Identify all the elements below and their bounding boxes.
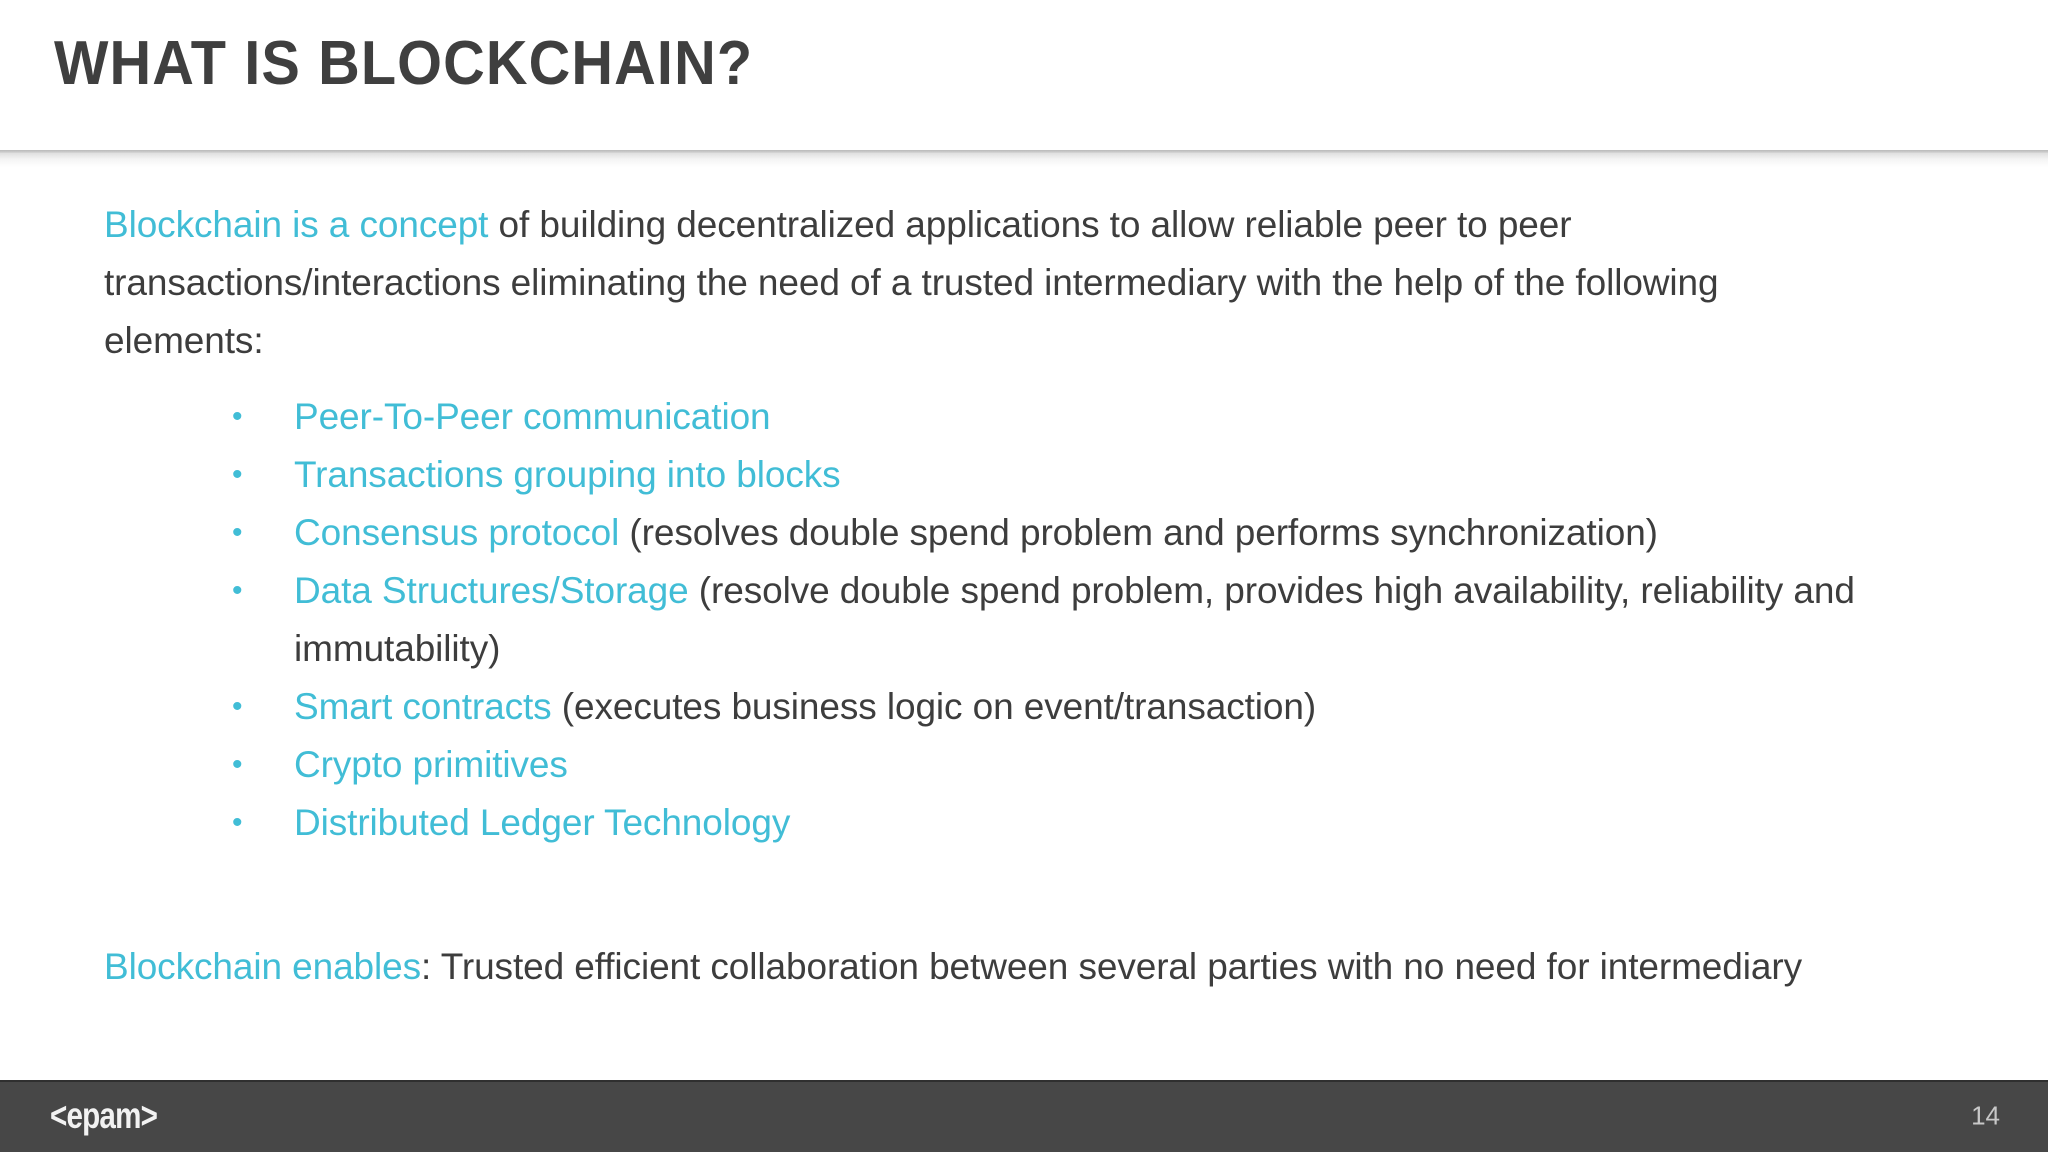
list-item-accent: Distributed Ledger Technology <box>294 802 791 843</box>
list-item: • Smart contracts (executes business logi… <box>104 678 1864 736</box>
list-item-accent: Peer-To-Peer communication <box>294 396 771 437</box>
elements-bullet-list: • Peer-To-Peer communication • Transaction… <box>104 388 1864 852</box>
intro-paragraph: Blockchain is a concept of building dece… <box>104 196 1804 370</box>
page-number: 14 <box>1971 1100 2000 1131</box>
title-divider <box>0 150 2048 153</box>
slide-header: WHAT IS BLOCKCHAIN? <box>0 0 2048 152</box>
bullet-dot-icon: • <box>232 748 243 781</box>
bullet-dot-icon: • <box>232 806 243 839</box>
list-item: • Crypto primitives <box>104 736 1864 794</box>
bullet-dot-icon: • <box>232 400 243 433</box>
list-item: • Data Structures/Storage (resolve double… <box>104 562 1864 678</box>
list-item-accent: Transactions grouping into blocks <box>294 454 841 495</box>
list-item-accent: Crypto primitives <box>294 744 568 785</box>
intro-rest-text: of building decentralized applications t… <box>104 204 1719 361</box>
closing-accent-text: Blockchain enables <box>104 946 422 987</box>
content-spacer <box>104 852 1864 938</box>
closing-paragraph: Blockchain enables: Trusted efficient co… <box>104 938 1804 996</box>
list-item-rest: (resolve double spend problem, provides … <box>294 570 1855 669</box>
list-item: • Peer-To-Peer communication <box>104 388 1864 446</box>
list-item: • Distributed Ledger Technology <box>104 794 1864 852</box>
page-title: WHAT IS BLOCKCHAIN? <box>54 29 754 98</box>
slide-footer: <epam> 14 <box>0 1080 2048 1152</box>
title-divider-shadow <box>0 153 2048 167</box>
list-item-rest: (executes business logic on event/transa… <box>551 686 1317 727</box>
bullet-dot-icon: • <box>232 458 243 491</box>
closing-rest-text: : Trusted efficient collaboration betwee… <box>421 946 1802 987</box>
list-item-accent: Consensus protocol <box>294 512 620 553</box>
list-item-accent: Smart contracts <box>294 686 552 727</box>
list-item: • Transactions grouping into blocks <box>104 446 1864 504</box>
list-item: • Consensus protocol (resolves double spe… <box>104 504 1864 562</box>
bullet-dot-icon: • <box>232 574 243 607</box>
epam-logo: <epam> <box>50 1095 158 1136</box>
bullet-dot-icon: • <box>232 690 243 723</box>
footer-divider <box>0 1080 2048 1082</box>
list-item-rest: (resolves double spend problem and perfo… <box>619 512 1658 553</box>
bullet-dot-icon: • <box>232 516 243 549</box>
slide-body: Blockchain is a concept of building dece… <box>104 196 1864 996</box>
intro-accent-text: Blockchain is a concept <box>104 204 489 245</box>
list-item-accent: Data Structures/Storage <box>294 570 689 611</box>
